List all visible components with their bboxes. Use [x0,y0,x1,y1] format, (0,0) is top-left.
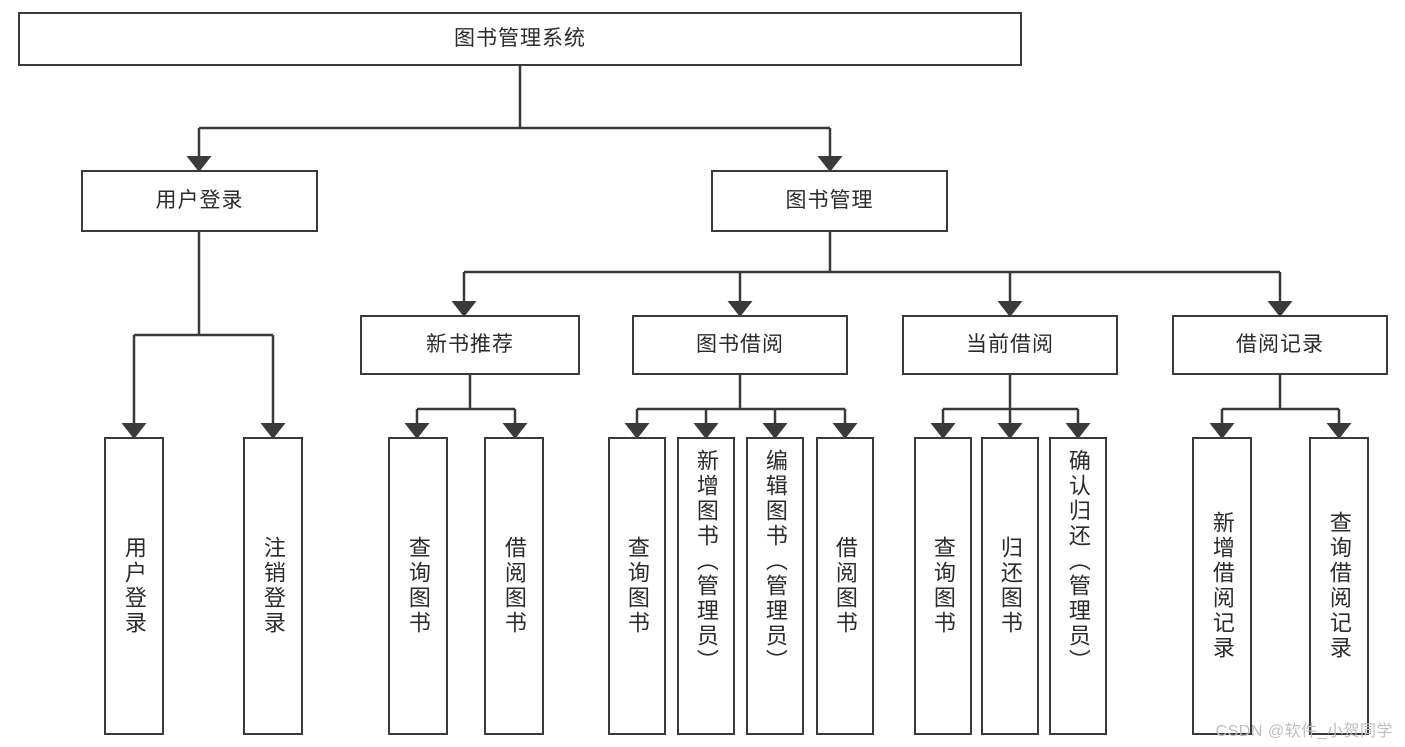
node-current-borrow[interactable]: 当前借阅 [902,315,1118,375]
node-root-system[interactable]: 图书管理系统 [18,12,1022,66]
node-label: 借阅记录 [1236,332,1324,356]
leaf-recommend-borrow-book[interactable]: 借阅图书 [484,437,544,735]
node-label: 图书管理 [785,188,874,212]
node-borrow-record[interactable]: 借阅记录 [1172,315,1388,375]
leaf-record-add-record[interactable]: 新增借阅记录 [1192,437,1252,735]
leaf-record-query-record[interactable]: 查询借阅记录 [1309,437,1369,735]
leaf-current-query-book[interactable]: 查询图书 [914,437,972,735]
node-label: 新增借阅记录 [1209,511,1235,661]
node-book-management[interactable]: 图书管理 [711,170,948,232]
node-label: 图书管理系统 [454,26,586,50]
node-label: 图书借阅 [696,332,784,356]
node-label: 用户登录 [155,188,244,212]
node-label: 新增图书（管理员） [693,449,719,674]
leaf-borrow-edit-book-admin[interactable]: 编辑图书（管理员） [746,437,804,735]
node-label: 归还图书 [997,536,1023,636]
node-label: 查询借阅记录 [1326,511,1352,661]
node-label: 新书推荐 [426,332,514,356]
node-label: 确认归还（管理员） [1065,449,1091,674]
watermark: CSDN @软件_小贺同学 [1215,723,1393,740]
node-label: 查询图书 [624,536,650,636]
node-label: 编辑图书（管理员） [762,449,788,674]
leaf-user-login-login[interactable]: 用户登录 [104,437,164,735]
node-label: 当前借阅 [966,332,1054,356]
leaf-current-return-book[interactable]: 归还图书 [981,437,1039,735]
leaf-recommend-query-book[interactable]: 查询图书 [388,437,448,735]
leaf-borrow-query-book[interactable]: 查询图书 [608,437,666,735]
node-label: 借阅图书 [501,536,527,636]
node-label: 借阅图书 [832,536,858,636]
leaf-user-login-logout[interactable]: 注销登录 [243,437,303,735]
leaf-current-confirm-return-admin[interactable]: 确认归还（管理员） [1049,437,1107,735]
node-user-login[interactable]: 用户登录 [81,170,318,232]
node-label: 注销登录 [260,536,286,636]
leaf-borrow-add-book-admin[interactable]: 新增图书（管理员） [677,437,735,735]
node-label: 用户登录 [121,536,147,636]
node-label: 查询图书 [405,536,431,636]
node-book-borrow[interactable]: 图书借阅 [632,315,848,375]
node-new-book-recommend[interactable]: 新书推荐 [360,315,580,375]
node-label: 查询图书 [930,536,956,636]
leaf-borrow-borrow-book[interactable]: 借阅图书 [816,437,874,735]
